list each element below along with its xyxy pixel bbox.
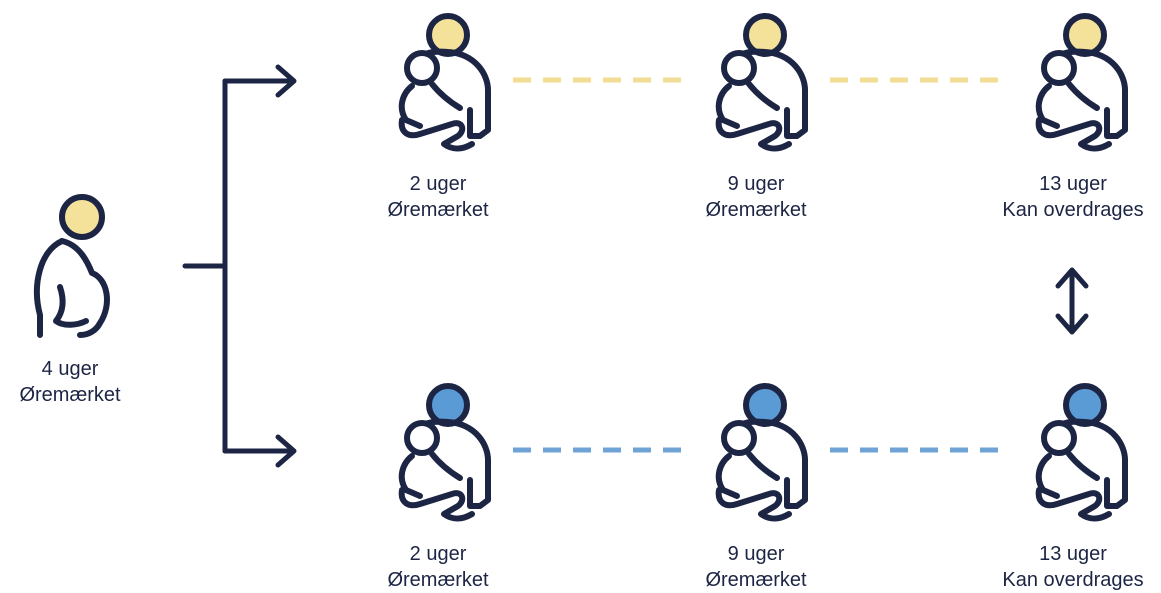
mother-step-1-status: Øremærket	[387, 199, 489, 221]
parent-holding-child-icon	[1039, 386, 1125, 519]
pregnant-person-icon	[34, 194, 110, 338]
split-bracket	[182, 64, 297, 468]
mother-step-2-label: 9 uger Øremærket	[686, 171, 826, 223]
mother-step-2-status: Øremærket	[705, 199, 807, 221]
pregnancy-label: 4 uger Øremærket	[0, 356, 140, 408]
parent-holding-child-icon	[1039, 16, 1125, 149]
partner-step-1-status: Øremærket	[387, 569, 489, 591]
parent-holding-child-icon	[719, 386, 805, 519]
parent-holding-child-icon	[402, 386, 488, 519]
double-arrow-vertical-icon	[1055, 267, 1089, 335]
pregnancy-weeks: 4 uger	[41, 358, 99, 380]
partner-step-3-status: Kan overdrages	[1002, 569, 1144, 591]
parent-holding-child-icon	[719, 16, 805, 149]
partner-step-1-weeks: 2 uger	[409, 543, 467, 565]
partner-step-3-label: 13 uger Kan overdrages	[985, 541, 1161, 593]
partner-step-2-label: 9 uger Øremærket	[686, 541, 826, 593]
mother-step-1-weeks: 2 uger	[409, 173, 467, 195]
mother-step-2-weeks: 9 uger	[727, 173, 785, 195]
mother-step-3-status: Kan overdrages	[1002, 199, 1144, 221]
partner-step-2-weeks: 9 uger	[727, 543, 785, 565]
partner-step-3-weeks: 13 uger	[1039, 543, 1107, 565]
partner-step-1-label: 2 uger Øremærket	[368, 541, 508, 593]
parent-holding-child-icon	[402, 16, 488, 149]
partner-step-2-status: Øremærket	[705, 569, 807, 591]
pregnancy-status: Øremærket	[19, 384, 121, 406]
mother-step-3-label: 13 uger Kan overdrages	[985, 171, 1161, 223]
mother-step-1-label: 2 uger Øremærket	[368, 171, 508, 223]
mother-step-3-weeks: 13 uger	[1039, 173, 1107, 195]
